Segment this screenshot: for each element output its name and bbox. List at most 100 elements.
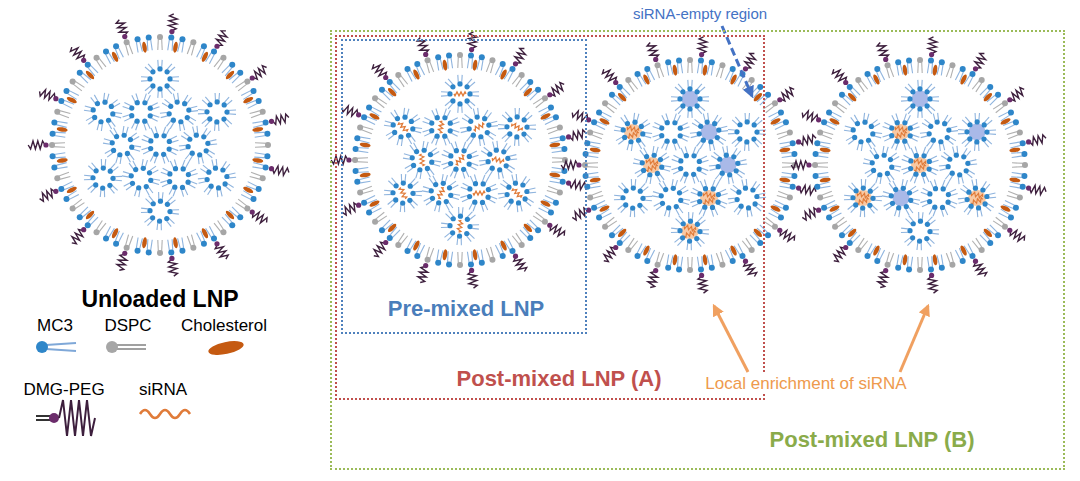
lipid-head <box>519 242 525 248</box>
lipid-head <box>167 139 172 144</box>
lipid-head <box>757 240 763 246</box>
lipid-head <box>739 204 744 209</box>
lipid-head <box>150 215 155 220</box>
lipid-head <box>113 241 119 247</box>
lipid-head <box>354 179 360 185</box>
peg-head <box>469 268 474 273</box>
lnp-particle <box>331 32 586 288</box>
lipid-head <box>687 239 692 244</box>
lipid-head <box>122 133 127 138</box>
lipid-head <box>54 109 60 115</box>
peg-chain <box>604 247 615 261</box>
lipid-head <box>167 111 172 116</box>
lipid-head <box>447 91 452 96</box>
lipid-head <box>167 179 172 184</box>
lipid-head <box>129 105 134 110</box>
lipid-head <box>113 43 119 49</box>
lipid-head <box>772 224 778 230</box>
peg-head <box>356 203 361 208</box>
lipid-head <box>672 139 677 144</box>
lipid-head <box>148 138 153 143</box>
lipid-head <box>486 159 491 164</box>
lipid-head <box>433 182 438 187</box>
lipid-head <box>117 152 122 157</box>
peg-chain <box>781 88 795 102</box>
lipid-head <box>514 134 519 139</box>
lipid-head <box>478 134 483 139</box>
lipid-head <box>128 137 133 142</box>
lipid-head <box>950 171 955 176</box>
lipid-head <box>366 105 372 111</box>
lipid-head <box>190 39 196 45</box>
lipid-head <box>697 166 702 171</box>
sirna-strand <box>438 121 443 133</box>
lipid-head <box>185 115 190 120</box>
lipid-head <box>211 236 217 242</box>
peg-chain <box>1030 185 1046 194</box>
lipid-head <box>688 219 693 224</box>
lipid-head <box>398 134 403 139</box>
lipid-head <box>862 120 867 125</box>
lipid-head <box>902 139 907 144</box>
lipid-head <box>719 262 725 268</box>
peg-head <box>81 58 86 63</box>
lipid-head <box>984 194 989 199</box>
sirna-strand <box>512 188 521 197</box>
lipid-head <box>678 158 683 163</box>
lipid-head <box>519 72 525 78</box>
lipid-head <box>640 196 645 201</box>
lipid-head <box>422 148 427 153</box>
lipid-head <box>135 119 140 124</box>
lipid-head <box>625 247 631 253</box>
lipid-head <box>429 128 434 133</box>
lipid-head <box>457 52 463 58</box>
lipid-head <box>933 186 938 191</box>
peg-chain <box>780 230 794 241</box>
lipid-head <box>921 153 926 158</box>
lipid-head <box>908 133 913 138</box>
lipid-head <box>129 145 134 150</box>
lipid-head <box>749 247 755 253</box>
peg-head <box>566 180 571 185</box>
lipid-head <box>172 185 177 190</box>
lipid-head <box>410 191 415 196</box>
lipid-head <box>698 124 703 129</box>
lipid-head <box>712 121 717 126</box>
lipid-head <box>522 117 527 122</box>
lipid-head <box>221 117 226 122</box>
peg-head <box>547 223 552 228</box>
lipid-head <box>927 229 932 234</box>
lipid-head <box>631 185 636 190</box>
lipid-head <box>186 144 191 149</box>
peg-chain <box>117 254 127 270</box>
lipid-head <box>655 171 660 176</box>
lipid-head <box>982 122 987 127</box>
lipid-head <box>908 166 913 171</box>
peg-chain <box>253 66 267 80</box>
lipid-head <box>379 227 385 233</box>
lipid-head <box>182 101 187 106</box>
lipid-head <box>730 258 736 264</box>
lipid-head <box>51 120 57 126</box>
lipid-head <box>244 205 250 211</box>
lipid-head <box>683 172 688 177</box>
sirna-strand <box>512 124 523 131</box>
peg-head <box>81 227 86 232</box>
lipid-head <box>211 48 217 54</box>
peg-chain <box>372 64 386 77</box>
lipid-head <box>1022 162 1028 168</box>
cholesterol <box>141 41 147 53</box>
lipid-head <box>260 175 266 181</box>
lipid-head <box>150 69 155 74</box>
lipid-head <box>222 181 227 186</box>
lipid-head <box>621 127 626 132</box>
sirna-enrichment <box>700 190 718 206</box>
lipid-head <box>448 193 453 198</box>
lipid-head <box>510 248 516 254</box>
lipid-head <box>467 154 472 159</box>
lipid-head <box>691 172 696 177</box>
lipid-head <box>910 89 915 94</box>
lipid-head <box>504 163 509 168</box>
lipid-head <box>102 100 107 105</box>
sirna-strand <box>703 198 714 205</box>
